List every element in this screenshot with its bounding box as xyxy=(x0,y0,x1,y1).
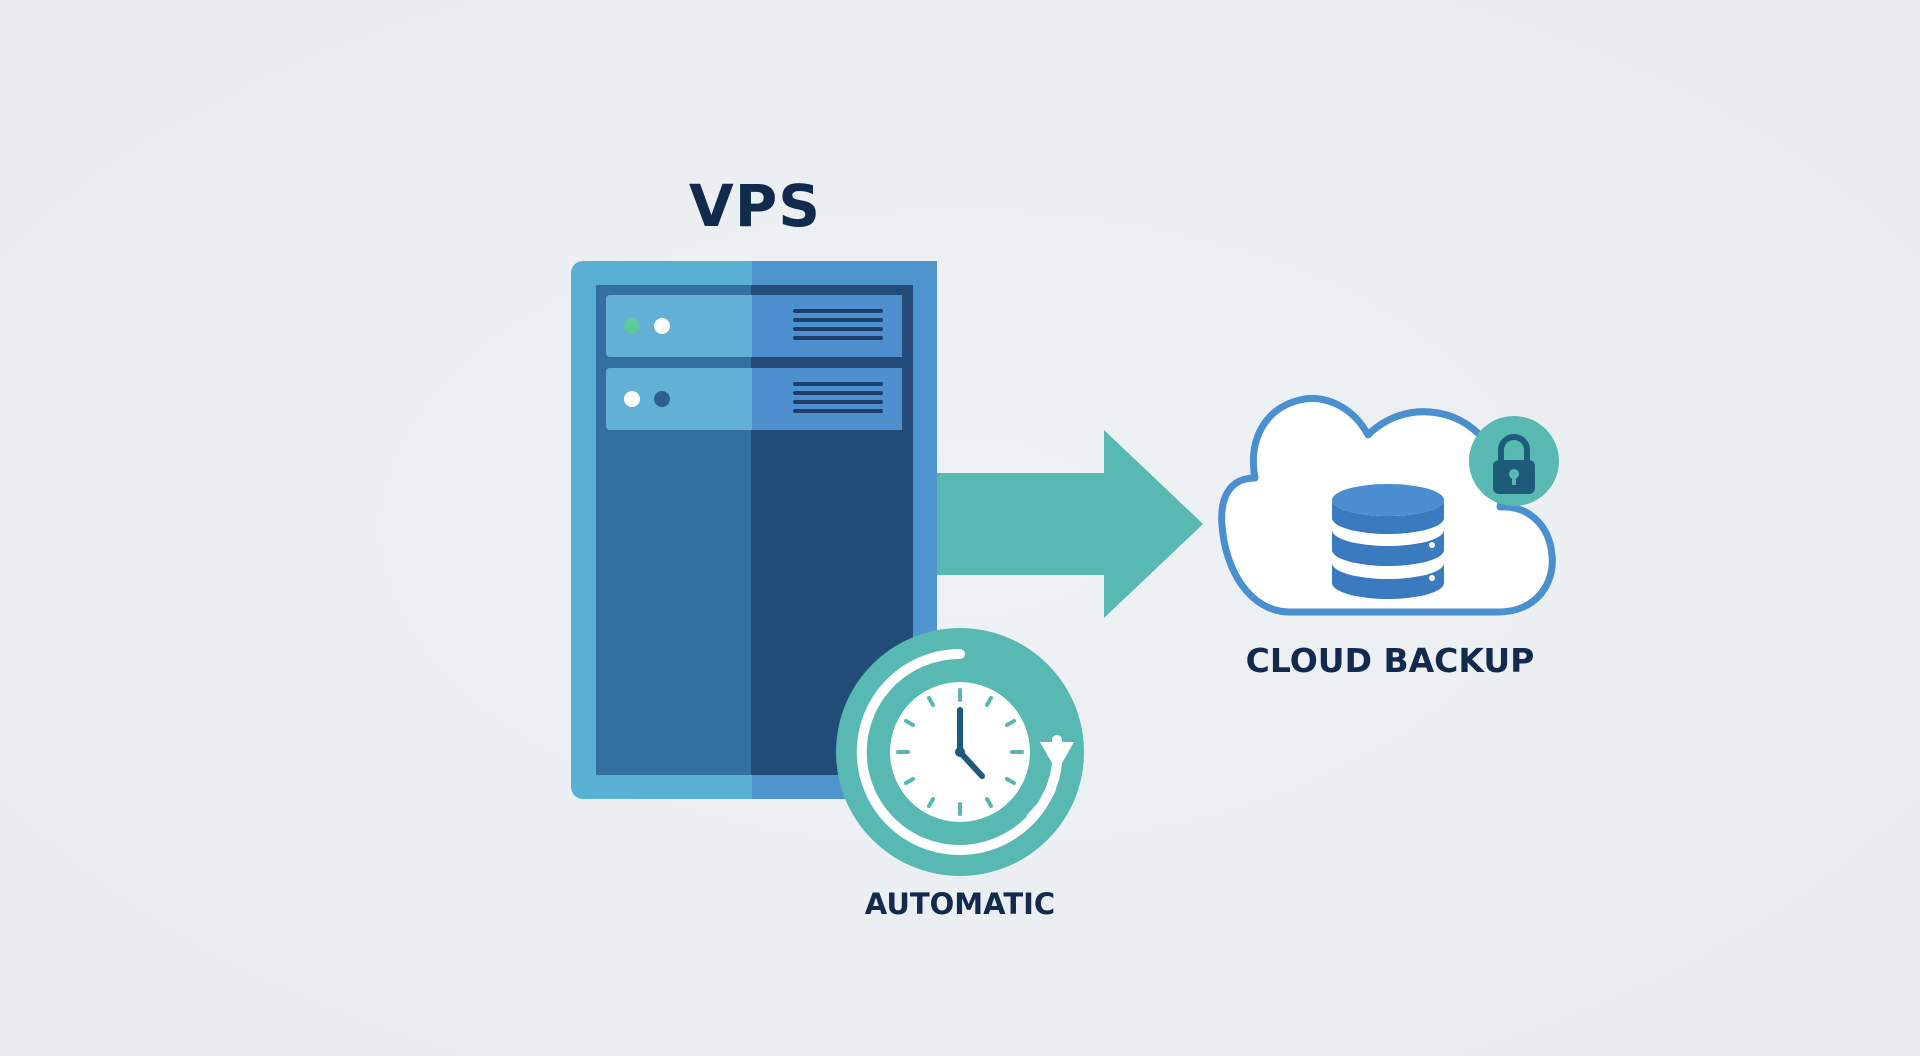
status-light-green xyxy=(624,318,640,334)
automatic-label: AUTOMATIC xyxy=(864,887,1056,921)
arrow-right-icon xyxy=(937,430,1203,618)
status-light-blue xyxy=(654,391,670,407)
status-light-white xyxy=(654,318,670,334)
clock-icon xyxy=(836,628,1084,876)
database-icon xyxy=(1332,484,1444,599)
cloud-backup-label: CLOUD BACKUP xyxy=(1245,641,1535,680)
server-drive-bay-1 xyxy=(606,295,902,357)
lock-icon xyxy=(1469,416,1559,506)
server-drive-bay-2 xyxy=(606,368,902,430)
vps-label: VPS xyxy=(688,172,822,240)
status-light-white xyxy=(624,391,640,407)
